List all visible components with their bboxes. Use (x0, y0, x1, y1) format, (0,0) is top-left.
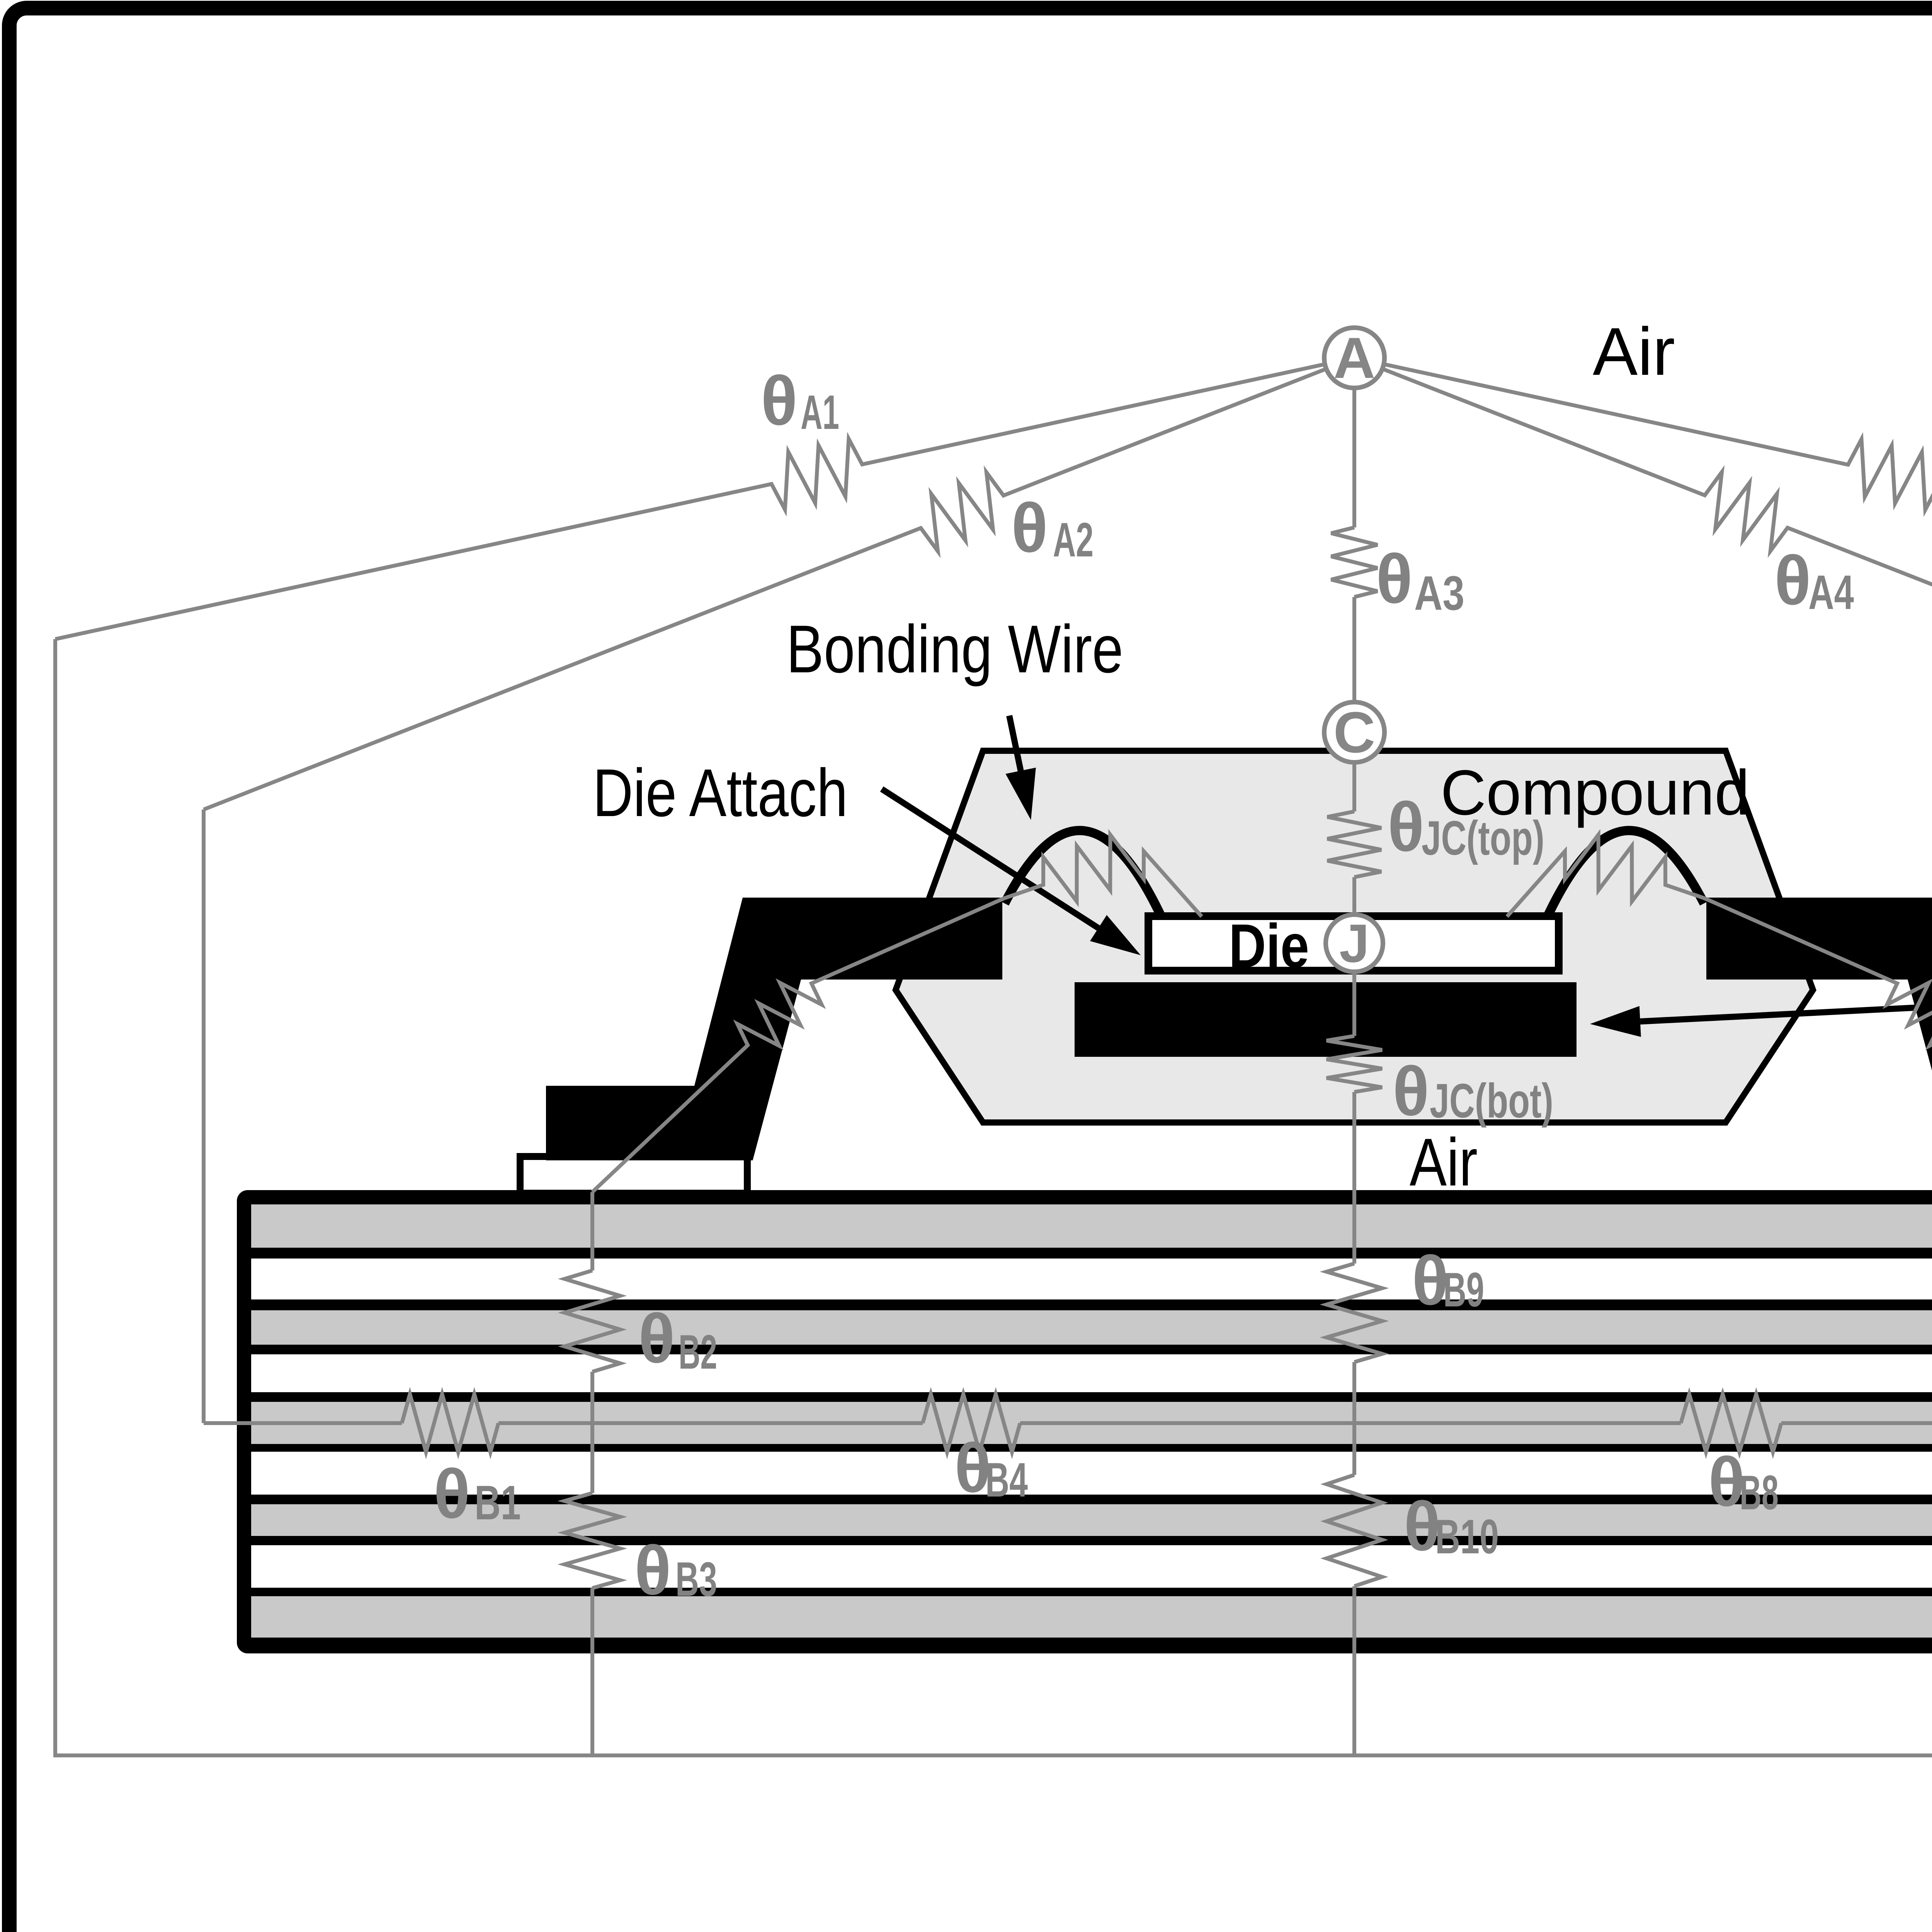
svg-text:C: C (1333, 700, 1375, 765)
svg-text:θ: θ (761, 362, 798, 440)
svg-text:A3: A3 (1414, 566, 1464, 620)
svg-text:A4: A4 (1808, 566, 1854, 619)
svg-text:B2: B2 (679, 1325, 717, 1379)
svg-text:Die: Die (1229, 911, 1309, 980)
svg-text:θ: θ (1393, 1053, 1429, 1130)
svg-text:θ: θ (1404, 1488, 1440, 1565)
svg-text:Air: Air (1410, 1125, 1478, 1200)
svg-text:θ: θ (1388, 788, 1424, 866)
svg-text:A1: A1 (801, 386, 839, 439)
svg-text:B4: B4 (985, 1453, 1028, 1507)
svg-text:θ: θ (1376, 540, 1413, 618)
svg-text:Air: Air (1593, 314, 1675, 389)
svg-text:θ: θ (1708, 1443, 1745, 1521)
svg-text:A: A (1333, 325, 1375, 390)
svg-text:θ: θ (634, 1532, 671, 1609)
svg-text:Bonding Wire: Bonding Wire (786, 612, 1123, 687)
svg-text:θ: θ (954, 1429, 991, 1507)
svg-text:JC(bot): JC(bot) (1430, 1074, 1553, 1128)
svg-text:J: J (1339, 913, 1369, 974)
svg-text:B8: B8 (1740, 1466, 1779, 1520)
svg-text:Die Attach: Die Attach (593, 755, 848, 831)
svg-text:B1: B1 (474, 1476, 521, 1530)
svg-text:θ: θ (1774, 542, 1811, 619)
svg-text:θ: θ (1011, 489, 1048, 567)
svg-text:B10: B10 (1435, 1510, 1499, 1564)
svg-text:θ: θ (1412, 1242, 1449, 1320)
svg-text:Compound: Compound (1440, 757, 1750, 828)
svg-text:θ: θ (434, 1455, 470, 1533)
svg-text:B9: B9 (1443, 1263, 1484, 1317)
svg-text:A2: A2 (1053, 513, 1094, 567)
svg-text:B3: B3 (675, 1553, 717, 1606)
svg-text:θ: θ (638, 1300, 675, 1378)
svg-text:JC(top): JC(top) (1422, 811, 1544, 865)
